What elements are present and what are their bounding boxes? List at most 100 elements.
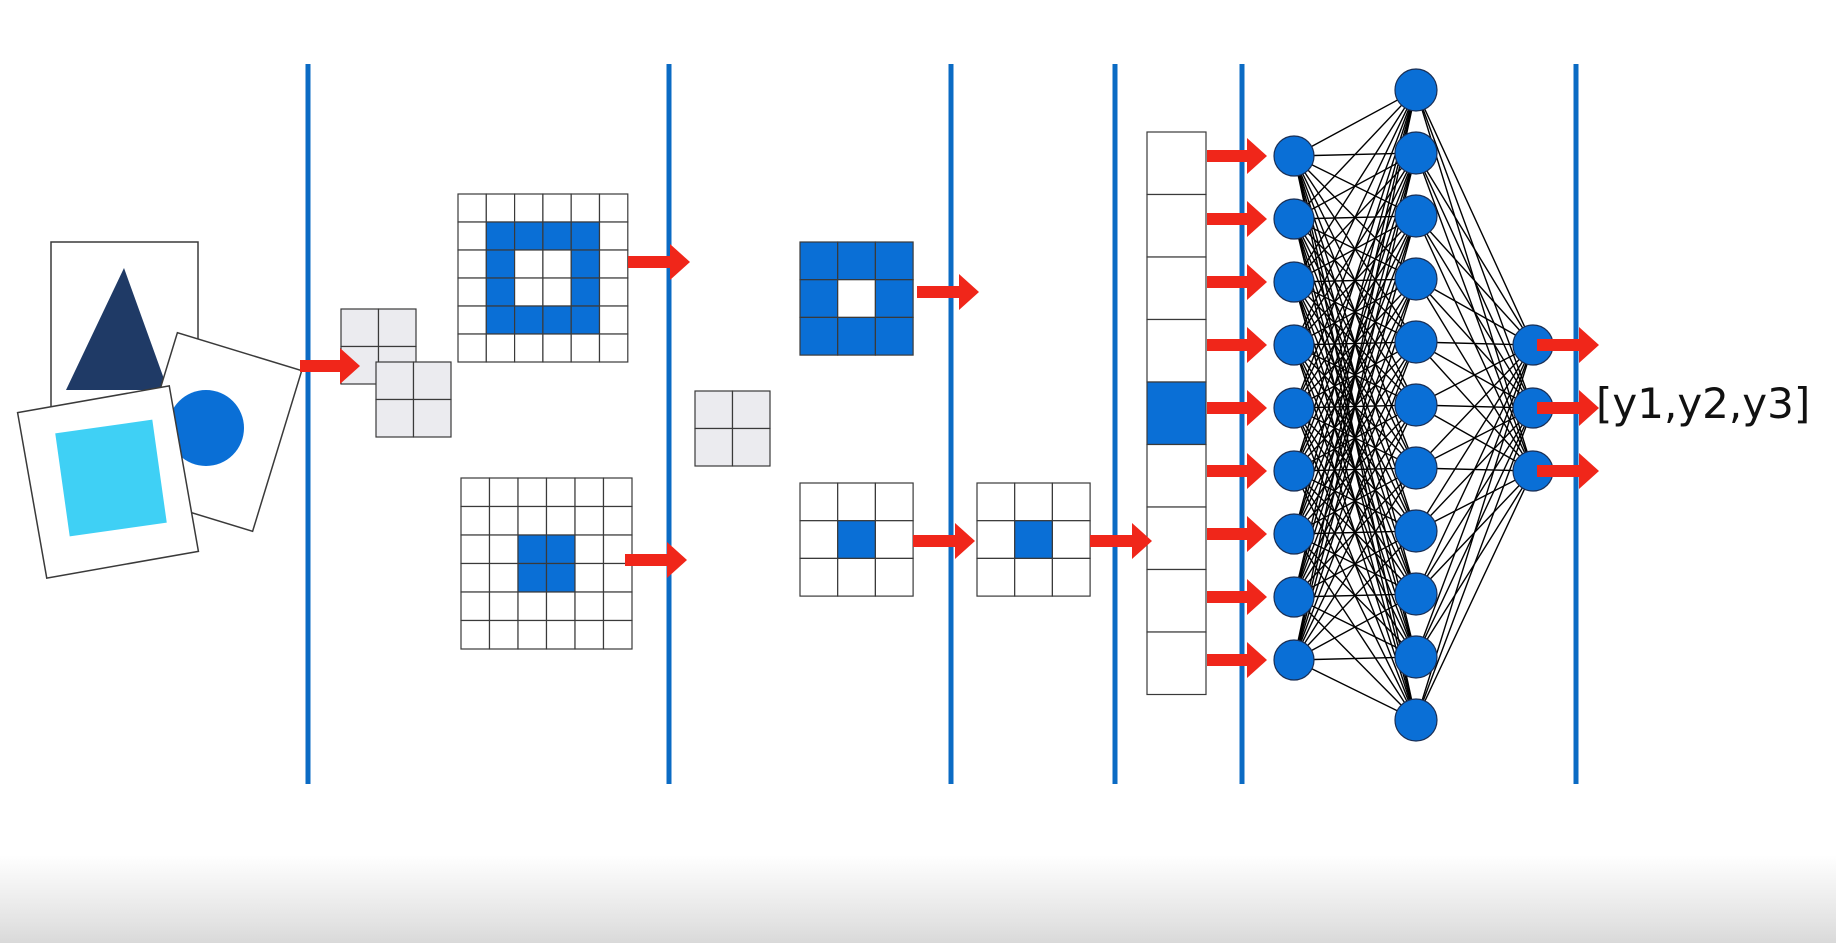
filled-cell (874, 316, 914, 356)
empty-cell (837, 279, 877, 319)
empty-cell (874, 557, 914, 597)
empty-cell (598, 333, 629, 363)
empty-cell (457, 333, 487, 363)
input-neuron (1273, 513, 1315, 555)
filled-cell (542, 221, 572, 251)
empty-cell (1146, 568, 1207, 633)
feature-grids (340, 131, 1207, 696)
connection-line (1293, 89, 1417, 157)
filled-cell (513, 221, 544, 251)
empty-cell (574, 619, 605, 650)
pool-kernel (694, 390, 771, 467)
connection-line (1293, 89, 1417, 535)
hidden-neuron (1394, 257, 1438, 301)
right-arrow-icon (917, 274, 979, 310)
filled-cell (517, 562, 548, 593)
empty-cell (574, 534, 605, 565)
pooled-map-top (799, 241, 914, 356)
empty-cell (1146, 318, 1207, 383)
right-arrow-icon (1207, 264, 1267, 300)
empty-cell (874, 520, 914, 560)
empty-cell (517, 505, 548, 536)
empty-cell (485, 333, 516, 363)
hidden-neuron (1394, 383, 1438, 427)
filled-cell (874, 241, 914, 281)
empty-cell (799, 482, 839, 522)
input-neuron (1273, 324, 1315, 366)
empty-cell (513, 277, 544, 307)
filled-cell (799, 316, 839, 356)
right-arrow-icon (1537, 327, 1599, 363)
right-arrow-icon (913, 523, 975, 559)
hidden-neuron (1394, 68, 1438, 112)
empty-cell (460, 534, 491, 565)
empty-cell (574, 562, 605, 593)
right-arrow-icon (1207, 138, 1267, 174)
output-vector-label: [y1,y2,y3] (1596, 379, 1810, 428)
connection-line (1293, 89, 1417, 283)
empty-cell (837, 557, 877, 597)
empty-cell (1146, 443, 1207, 508)
empty-cell (1146, 131, 1207, 196)
filled-cell (1014, 520, 1054, 560)
right-arrow-icon (628, 244, 690, 280)
connection-line (1293, 659, 1417, 721)
empty-cell (457, 305, 487, 335)
empty-cell (517, 591, 548, 622)
empty-cell (1014, 482, 1054, 522)
connection-line (1293, 89, 1417, 598)
hidden-neuron (1394, 698, 1438, 742)
empty-cell (460, 591, 491, 622)
input-neuron (1273, 576, 1315, 618)
connection-line (1293, 530, 1417, 661)
input-neuron (1273, 135, 1315, 177)
right-arrow-icon (1090, 523, 1152, 559)
connection-line (1415, 344, 1534, 532)
empty-cell (598, 193, 629, 223)
empty-cell (1146, 631, 1207, 696)
connection-line (1415, 344, 1534, 595)
right-arrow-icon (625, 542, 687, 578)
empty-cell (694, 427, 734, 467)
hidden-neuron (1394, 131, 1438, 175)
connection-line (1293, 341, 1417, 661)
empty-cell (517, 477, 548, 508)
empty-cell (545, 477, 576, 508)
empty-cell (837, 482, 877, 522)
connection-line (1293, 89, 1417, 220)
right-arrow-icon (1207, 516, 1267, 552)
connection-line (1293, 215, 1417, 661)
empty-cell (1146, 193, 1207, 258)
empty-cell (375, 398, 415, 438)
circle-shape (168, 390, 244, 466)
hidden-neuron (1394, 320, 1438, 364)
empty-cell (457, 249, 487, 279)
filled-cell (513, 305, 544, 335)
filled-cell (1146, 381, 1207, 446)
right-arrow-icon (1537, 390, 1599, 426)
input-neuron (1273, 198, 1315, 240)
empty-cell (488, 562, 519, 593)
filled-cell (570, 277, 601, 307)
filled-cell (570, 221, 601, 251)
empty-cell (694, 390, 734, 430)
empty-cell (488, 505, 519, 536)
empty-cell (412, 361, 452, 401)
connection-line (1415, 344, 1534, 469)
right-arrow-icon (1207, 201, 1267, 237)
connection-line (1293, 467, 1417, 661)
empty-cell (457, 193, 487, 223)
empty-cell (1051, 520, 1091, 560)
connection-line (1293, 152, 1417, 661)
empty-cell (598, 305, 629, 335)
filled-cell (545, 534, 576, 565)
empty-cell (412, 398, 452, 438)
empty-cell (485, 193, 516, 223)
filled-cell (570, 249, 601, 279)
empty-cell (799, 520, 839, 560)
empty-cell (1014, 557, 1054, 597)
hidden-neuron (1394, 194, 1438, 238)
empty-cell (542, 333, 572, 363)
